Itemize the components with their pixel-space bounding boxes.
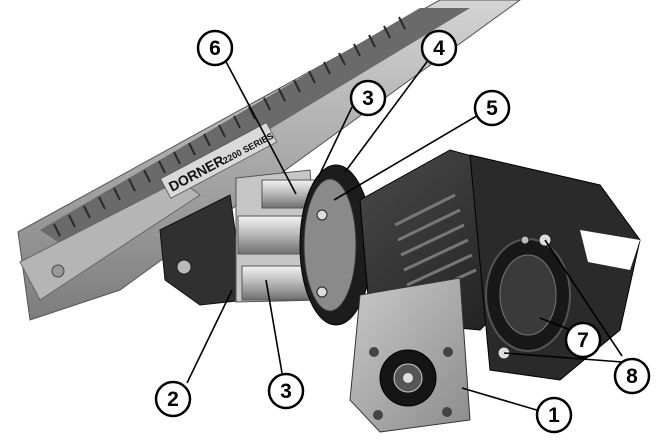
svg-text:1: 1 (548, 404, 560, 427)
bracket-bolt-icon (176, 259, 192, 275)
plate-screw-icon (443, 347, 453, 357)
callout-1: 1 (535, 396, 573, 434)
drive-housing (235, 169, 321, 303)
mounting-bracket (159, 194, 246, 306)
callout-3b: 3 (267, 372, 305, 410)
callout-2: 2 (154, 380, 192, 418)
plate-screw-icon (369, 347, 379, 357)
leader-lines (186, 54, 623, 412)
gear-plate (349, 277, 471, 433)
svg-text:6: 6 (209, 37, 221, 60)
plate-screw-icon (442, 407, 452, 417)
svg-text:7: 7 (577, 329, 589, 352)
svg-text:5: 5 (486, 97, 498, 120)
belt-teeth (53, 16, 406, 237)
callout-4: 4 (420, 29, 458, 67)
cooling-fins (394, 193, 477, 302)
svg-text:3: 3 (362, 87, 374, 110)
flange-screw-icon (316, 286, 328, 298)
callout-5: 5 (473, 89, 511, 127)
cap-bolt-icon (520, 235, 530, 245)
plate-screw-icon (373, 410, 383, 420)
svg-text:2: 2 (167, 388, 179, 411)
svg-text:8: 8 (626, 365, 638, 388)
flange-screw-icon (316, 209, 328, 221)
callout-7: 7 (564, 321, 602, 359)
callout-8: 8 (613, 357, 651, 395)
frame-bolt-icon (51, 264, 65, 278)
svg-text:4: 4 (433, 37, 445, 60)
gearmotor (359, 149, 641, 381)
callout-6: 6 (196, 29, 234, 67)
callout-3a: 3 (349, 79, 387, 117)
svg-text:3: 3 (280, 380, 292, 403)
adapter-flange (299, 164, 373, 326)
